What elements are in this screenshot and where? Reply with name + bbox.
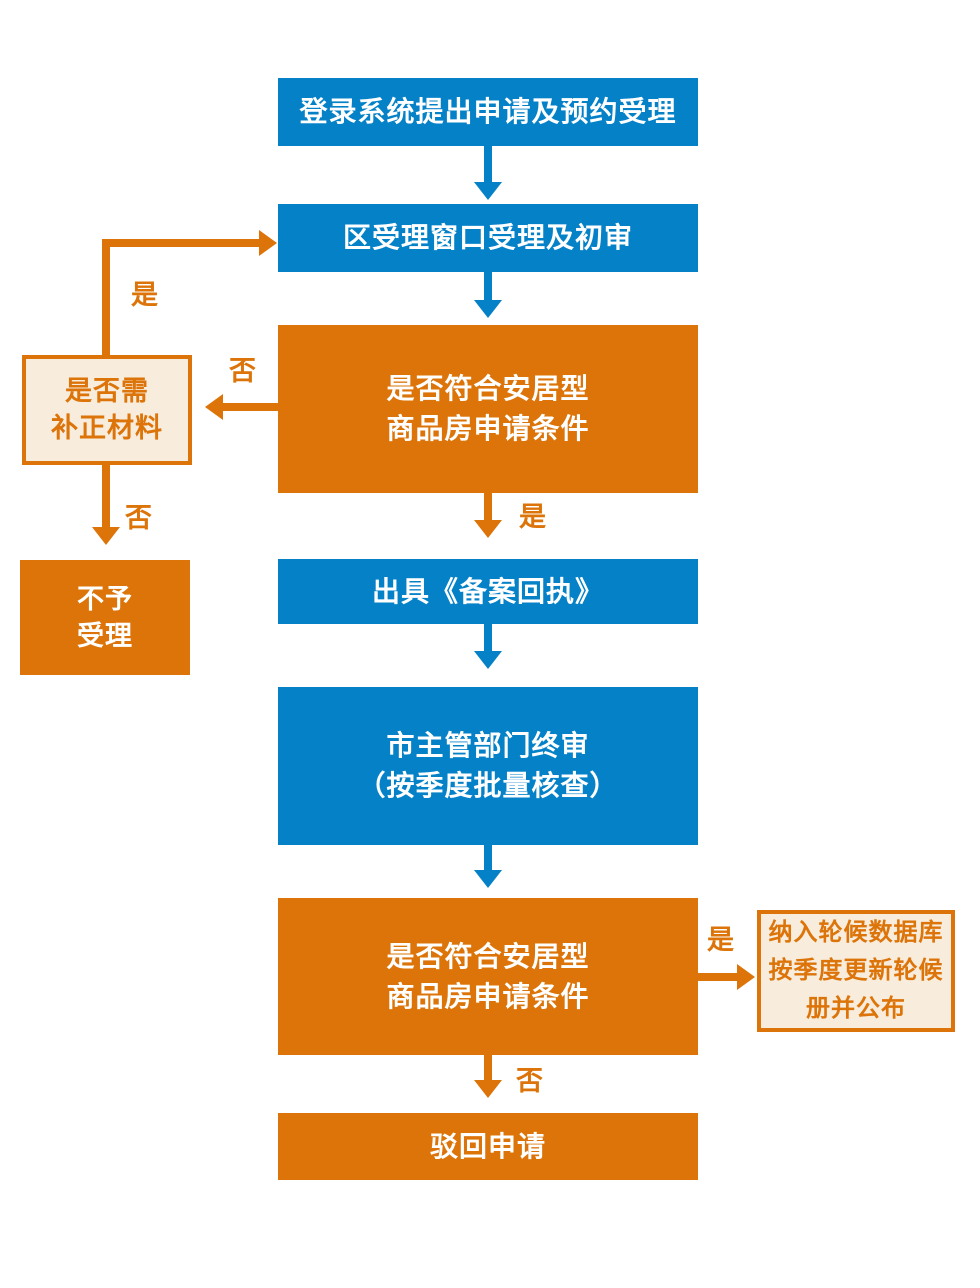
arrow-check1-yes-head [474,520,502,538]
arrow-login-to-district-head [474,182,502,200]
arrow-check1-no-head [205,394,223,420]
arrow-supplement-no-shaft [102,465,110,527]
arrow-check1-no-shaft [223,403,278,411]
edge-label-check1-no: 否 [229,356,256,386]
node-reject: 驳回申请 [278,1113,698,1180]
node-eligibility-check-2-line-1: 是否符合安居型 [386,940,590,972]
node-city-final-review-line-1: 市主管部门终审 [386,730,590,761]
arrow-district-to-check1-shaft [484,272,492,300]
node-supplement-check: 是否需 补正材料 [22,355,192,465]
edge-label-supplement-no: 否 [125,503,152,533]
arrow-cityreview-to-check2-shaft [484,845,492,870]
arrow-check2-yes-shaft [698,973,737,981]
edge-label-check2-yes: 是 [707,925,734,955]
arrow-supplement-no-head [92,527,120,545]
node-waitlist-db: 纳入轮候数据库 按季度更新轮候 册并公布 [757,910,955,1032]
arrow-check2-no-head [474,1080,502,1098]
arrow-cityreview-to-check2-head [474,870,502,888]
node-not-accepted-line-2: 受理 [77,620,133,651]
node-issue-receipt: 出具《备案回执》 [278,559,698,624]
edge-label-check1-yes: 是 [519,502,546,532]
node-eligibility-check-2-line-2: 商品房申请条件 [386,980,590,1012]
node-eligibility-check-1: 是否符合安居型 商品房申请条件 [278,325,698,493]
node-waitlist-db-line-3: 册并公布 [806,995,906,1022]
node-eligibility-check-1-line-2: 商品房申请条件 [386,413,590,444]
node-supplement-check-line-1: 是否需 [65,376,149,406]
node-city-final-review: 市主管部门终审 （按季度批量核查） [278,687,698,845]
arrow-receipt-to-cityreview-head [474,651,502,669]
node-waitlist-db-line-1: 纳入轮候数据库 [768,919,944,946]
arrow-receipt-to-cityreview-shaft [484,624,492,651]
arrow-supplement-yes-head [259,230,277,256]
node-waitlist-db-line-2: 按季度更新轮候 [768,957,944,984]
edge-label-supplement-yes: 是 [131,280,158,310]
node-reject-text: 驳回申请 [429,1130,546,1162]
node-city-final-review-line-2: （按季度批量核查） [357,770,619,801]
node-issue-receipt-text: 出具《备案回执》 [371,575,604,607]
node-district-review: 区受理窗口受理及初审 [278,204,698,272]
arrow-supplement-yes-horizontal-shaft [102,239,259,247]
arrow-supplement-yes-vertical-shaft [102,239,110,355]
node-not-accepted-line-1: 不予 [77,583,133,614]
node-district-review-text: 区受理窗口受理及初审 [342,222,633,253]
node-supplement-check-line-2: 补正材料 [51,413,163,443]
arrow-check1-yes-shaft [484,493,492,520]
node-eligibility-check-2: 是否符合安居型 商品房申请条件 [278,898,698,1055]
arrow-login-to-district-shaft [484,146,492,182]
node-not-accepted: 不予 受理 [20,560,190,675]
arrow-check2-no-shaft [484,1055,492,1080]
node-eligibility-check-1-line-1: 是否符合安居型 [386,373,590,404]
arrow-district-to-check1-head [474,300,502,318]
node-login: 登录系统提出申请及预约受理 [278,78,698,146]
arrow-check2-yes-head [737,964,755,990]
node-login-text: 登录系统提出申请及预约受理 [299,96,677,127]
edge-label-check2-no: 否 [516,1066,543,1096]
